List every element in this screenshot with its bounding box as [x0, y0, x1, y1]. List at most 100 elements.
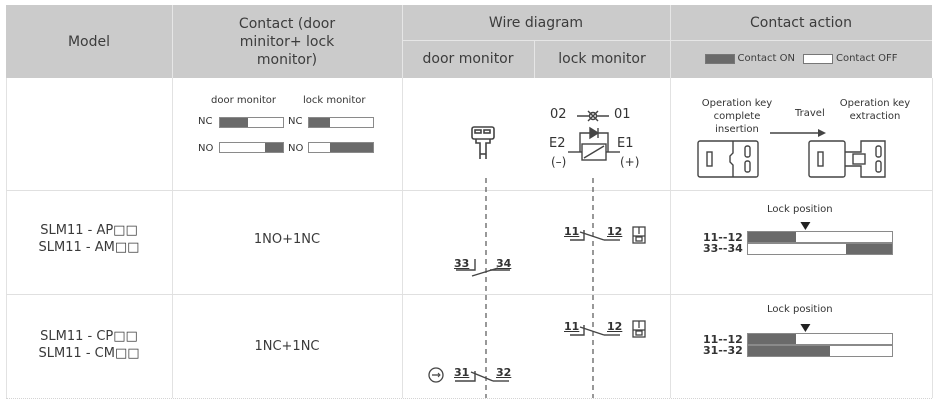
model-name: SLM11 - CM□□ [38, 346, 140, 361]
terminal-12: 12 [607, 320, 623, 333]
timing-bar [747, 243, 893, 255]
door-monitor-caption: door monitor [211, 95, 276, 106]
divider [670, 78, 671, 398]
lamp-terminal-01: 01 [614, 107, 631, 122]
door-nc-label: NC [198, 116, 213, 127]
legend-off-swatch [802, 54, 833, 64]
divider [534, 40, 535, 78]
coil-terminal-e2: E2 [549, 136, 566, 151]
lock-nc-bar [308, 117, 374, 128]
contact-on-segment [845, 244, 892, 254]
contact-on-segment [309, 118, 331, 127]
model-name: SLM11 - CP□□ [40, 329, 138, 344]
terminal-11: 11 [564, 320, 580, 333]
header-wire-diagram-label: Wire diagram [488, 14, 584, 31]
timing-label: 11--12 [703, 231, 743, 244]
coil-terminal-e1: E1 [617, 136, 634, 151]
lock-no-bar [308, 142, 374, 153]
divider [6, 294, 932, 295]
travel-arrow-icon [770, 129, 826, 137]
lock-position-triangle [800, 324, 811, 332]
lock-position-marker [747, 222, 893, 230]
lock-monitor-caption: lock monitor [303, 95, 366, 106]
divider [670, 5, 671, 78]
lamp-terminal-02: 02 [550, 107, 567, 122]
no-contact-symbol [456, 259, 510, 277]
timing-label: 11--12 [703, 333, 743, 346]
row2-contact-config: 1NC+1NC [254, 339, 320, 354]
door-nc-bar [219, 117, 284, 128]
lock-position-label: Lock position [767, 204, 833, 215]
row1-models: SLM11 - AP□□ SLM11 - AM□□ [6, 222, 172, 256]
header-door-monitor: door monitor [402, 40, 534, 78]
divider [6, 78, 7, 398]
header-model: Model [6, 5, 172, 78]
divider [172, 5, 173, 78]
indicator-lamp-icon [577, 110, 609, 122]
key-extracted-icon [808, 140, 886, 178]
header-legend: Contact ON Contact OFF [670, 40, 932, 78]
header-contact: Contact (door minitor+ lock monitor) [172, 5, 402, 78]
operation-key-icon [471, 126, 495, 159]
header-contact-action-label: Contact action [749, 14, 852, 31]
key-inserted-icon [697, 140, 759, 178]
lock-nc-label: NC [288, 116, 303, 127]
terminal-33: 33 [454, 257, 470, 270]
divider [932, 78, 933, 398]
lock-position-triangle [800, 222, 811, 230]
header-lock-monitor-label: lock monitor [558, 51, 646, 67]
terminal-34: 34 [496, 257, 512, 270]
contact-on-segment [330, 143, 373, 152]
terminal-31: 31 [454, 366, 470, 379]
divider [402, 40, 932, 41]
legend-off-label: Contact OFF [835, 53, 898, 64]
contact-on-segment [748, 232, 796, 242]
row2-models: SLM11 - CP□□ SLM11 - CM□□ [6, 328, 172, 362]
header-model-label: Model [67, 33, 111, 50]
terminal-32: 32 [496, 366, 512, 379]
divider [172, 78, 173, 398]
insertion-label: Operation key complete insertion [701, 98, 773, 135]
timing-label: 33--34 [703, 242, 743, 255]
timing-bar [747, 345, 893, 357]
model-name: SLM11 - AP□□ [40, 223, 138, 238]
divider [6, 398, 932, 399]
lock-position-label: Lock position [767, 304, 833, 315]
travel-label: Travel [795, 108, 825, 119]
contact-on-segment [220, 118, 249, 127]
door-no-bar [219, 142, 284, 153]
divider [402, 78, 403, 398]
timing-bar [747, 333, 893, 345]
door-no-label: NO [198, 143, 214, 154]
header-wire-diagram: Wire diagram [402, 5, 670, 40]
contact-on-segment [748, 334, 796, 344]
header-contact-action: Contact action [670, 5, 932, 40]
nc-contact-symbol [570, 325, 620, 336]
lock-monitor-symbol-icon [632, 226, 646, 244]
contact-on-segment [748, 346, 831, 356]
legend-on-swatch [704, 54, 735, 64]
nc-contact-symbol [570, 230, 620, 241]
terminal-11: 11 [564, 225, 580, 238]
header-contact-label: Contact (door minitor+ lock monitor) [238, 15, 336, 68]
coil-polarity-negative: (–) [551, 155, 567, 169]
timing-label: 31--32 [703, 344, 743, 357]
legend-on-label: Contact ON [737, 53, 795, 64]
header-door-monitor-label: door monitor [422, 51, 514, 67]
solenoid-coil-diode-icon [568, 126, 620, 161]
terminal-12: 12 [607, 225, 623, 238]
lock-position-marker [747, 324, 893, 332]
header-lock-monitor: lock monitor [534, 40, 670, 78]
row1-contact-config: 1NO+1NC [253, 232, 321, 247]
coil-polarity-positive: (+) [620, 155, 640, 169]
contact-on-segment [265, 143, 283, 152]
divider [402, 5, 403, 78]
positive-opening-icon [428, 367, 444, 383]
nc-contact-symbol [455, 371, 509, 382]
lock-monitor-symbol-icon [632, 320, 646, 338]
extraction-label: Operation key extraction [839, 98, 911, 122]
model-name: SLM11 - AM□□ [38, 240, 140, 255]
divider [6, 190, 932, 191]
lock-no-label: NO [288, 143, 304, 154]
